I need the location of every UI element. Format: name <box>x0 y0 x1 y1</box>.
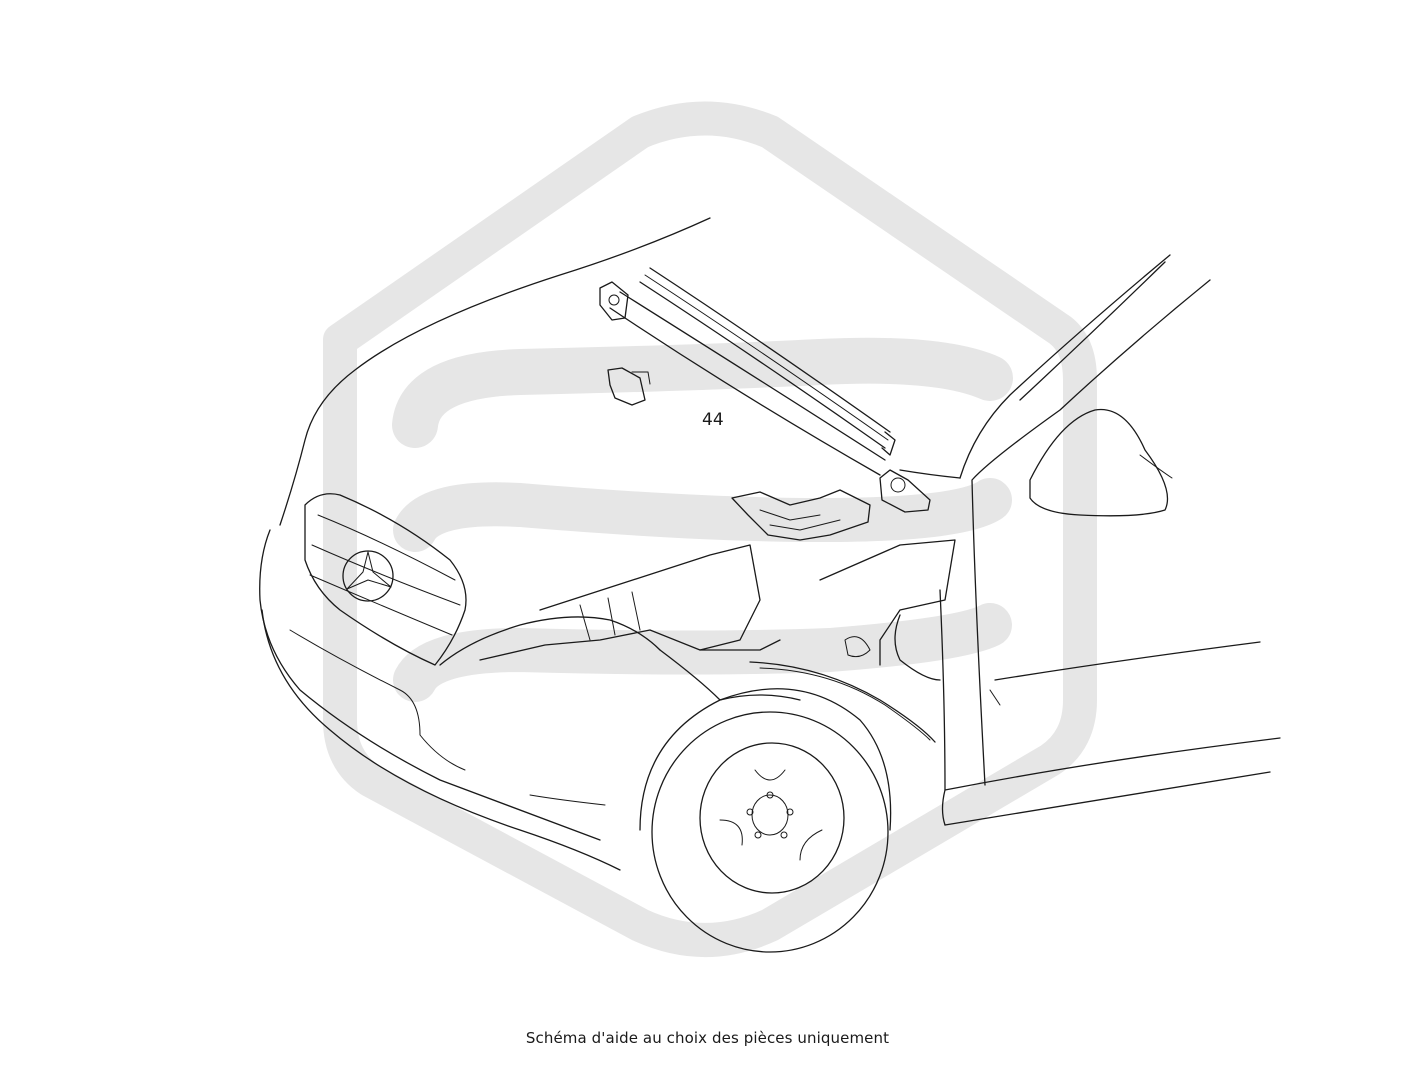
sill-bottom <box>944 771 1271 826</box>
bumper-crease <box>529 794 606 806</box>
fender-liner-arc <box>894 614 941 681</box>
inner-wheel-arch <box>749 661 936 743</box>
watermark-stroke-middle <box>393 478 1012 552</box>
gas-strut-upper-bracket <box>599 281 629 321</box>
a-pillar-outer <box>971 279 1211 786</box>
emblem-ring <box>342 550 394 602</box>
gas-strut-body-bottom <box>609 307 881 476</box>
lug-1 <box>766 791 774 799</box>
car-body <box>259 217 1281 953</box>
callout-label-44: 44 <box>702 410 724 430</box>
gas-strut-body-top <box>619 291 886 461</box>
watermark-shield-outline <box>323 101 1097 957</box>
bumper-fog-slot <box>289 629 466 771</box>
bumper-lower <box>261 609 621 871</box>
rim-center <box>751 794 789 836</box>
apron-rib-2 <box>607 597 616 636</box>
hood-seal-rail-top <box>649 267 891 433</box>
door-handle-slot <box>989 689 1001 706</box>
rim-spoke-3 <box>799 829 823 861</box>
apron-rib-1 <box>579 604 591 641</box>
gas-strut-lower-pivot <box>890 477 906 493</box>
apron-panel-front <box>479 629 781 661</box>
grille-bar-2 <box>311 544 461 606</box>
hood-outline <box>279 217 711 526</box>
hood-seal-rail-groove <box>644 274 889 441</box>
headlight-outline <box>439 616 661 666</box>
emblem-star <box>346 551 392 590</box>
watermark-logo <box>323 101 1097 957</box>
grille-bar-3 <box>309 574 453 636</box>
door-belt-line <box>994 641 1261 681</box>
watermark-stroke-bottom <box>393 603 1012 702</box>
apron-slot <box>844 636 871 658</box>
hood-hinge-assembly <box>731 489 871 541</box>
wheel-arch <box>639 688 892 831</box>
rim-spoke-1 <box>754 769 786 781</box>
apron-rib-3 <box>631 591 641 631</box>
lug-2 <box>746 808 754 816</box>
diagram-caption: Schéma d'aide au choix des pièces unique… <box>525 1029 890 1047</box>
bumper-upper <box>259 529 601 841</box>
gas-strut-upper-pivot <box>608 294 620 306</box>
exploded-parts: 44 <box>479 267 956 743</box>
three-pointed-star-emblem <box>342 550 394 602</box>
a-pillar-back <box>1019 261 1166 401</box>
gas-strut-lower-bracket <box>879 469 931 513</box>
inner-wheel-arch-inner <box>759 667 931 741</box>
side-mirror <box>1029 408 1169 517</box>
retaining-clip <box>607 367 646 406</box>
side-mirror-detail <box>1139 454 1173 479</box>
hood-hinge-detail-1 <box>759 509 821 521</box>
tire-outer <box>651 711 889 953</box>
apron-panel-top <box>539 544 761 651</box>
fender-rear-edge <box>939 589 946 826</box>
tire-inner <box>699 742 845 894</box>
a-pillar-front <box>959 254 1171 479</box>
lug-3 <box>786 808 794 816</box>
front-wheel <box>651 711 889 953</box>
hood-hinge-detail-2 <box>769 519 841 531</box>
grille-frame <box>304 493 467 666</box>
lug-4 <box>754 831 762 839</box>
grille-bar-1 <box>317 514 456 581</box>
hood-seal-rail-bottom <box>639 281 886 449</box>
sill-top <box>944 737 1281 791</box>
lug-5 <box>780 831 788 839</box>
hood-seal-rail-end <box>881 431 896 456</box>
rim-spoke-2 <box>719 819 743 846</box>
hood-rear-edge <box>899 469 961 479</box>
retaining-clip-tab <box>631 371 651 385</box>
apron-rear-section <box>819 539 956 666</box>
